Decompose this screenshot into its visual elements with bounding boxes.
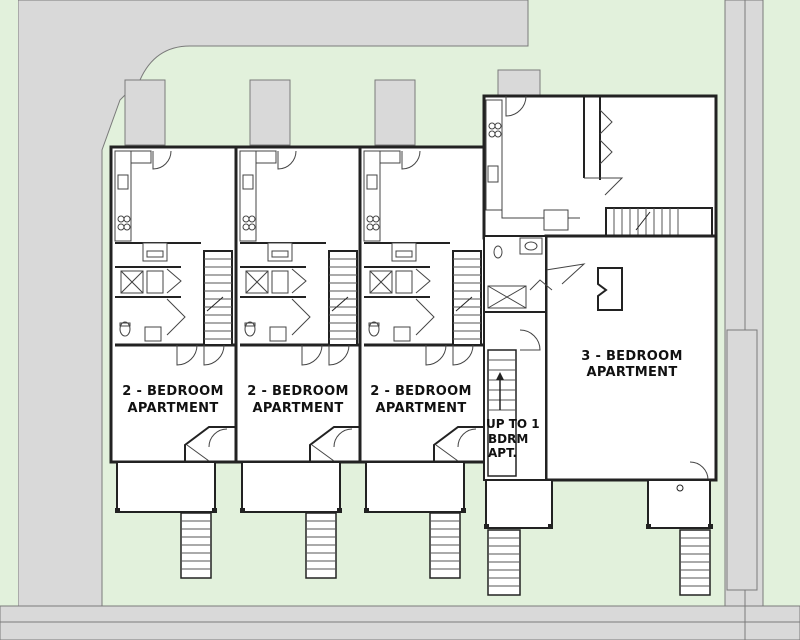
unit-labels: 2 - BEDROOM APARTMENT 2 - BEDROOM APARTM…: [122, 349, 682, 460]
stair-label-line2: BDRM: [488, 432, 528, 446]
side-path: [726, 329, 758, 591]
unit-1-label-line2: APARTMENT: [127, 401, 218, 416]
unit-4-label-line1: 3 - BEDROOM: [581, 349, 682, 364]
unit-3-label-line2: APARTMENT: [375, 401, 466, 416]
unit-4-label-line2: APARTMENT: [586, 365, 677, 380]
unit-3br: [482, 94, 718, 596]
unit-3-label-line1: 2 - BEDROOM: [370, 384, 471, 399]
unit-2-label-line2: APARTMENT: [252, 401, 343, 416]
stair-label-line1: UP TO 1: [486, 417, 540, 431]
stair-label-line3: APT.: [488, 446, 517, 460]
unit-1-label-line1: 2 - BEDROOM: [122, 384, 223, 399]
unit-2-label-line1: 2 - BEDROOM: [247, 384, 348, 399]
